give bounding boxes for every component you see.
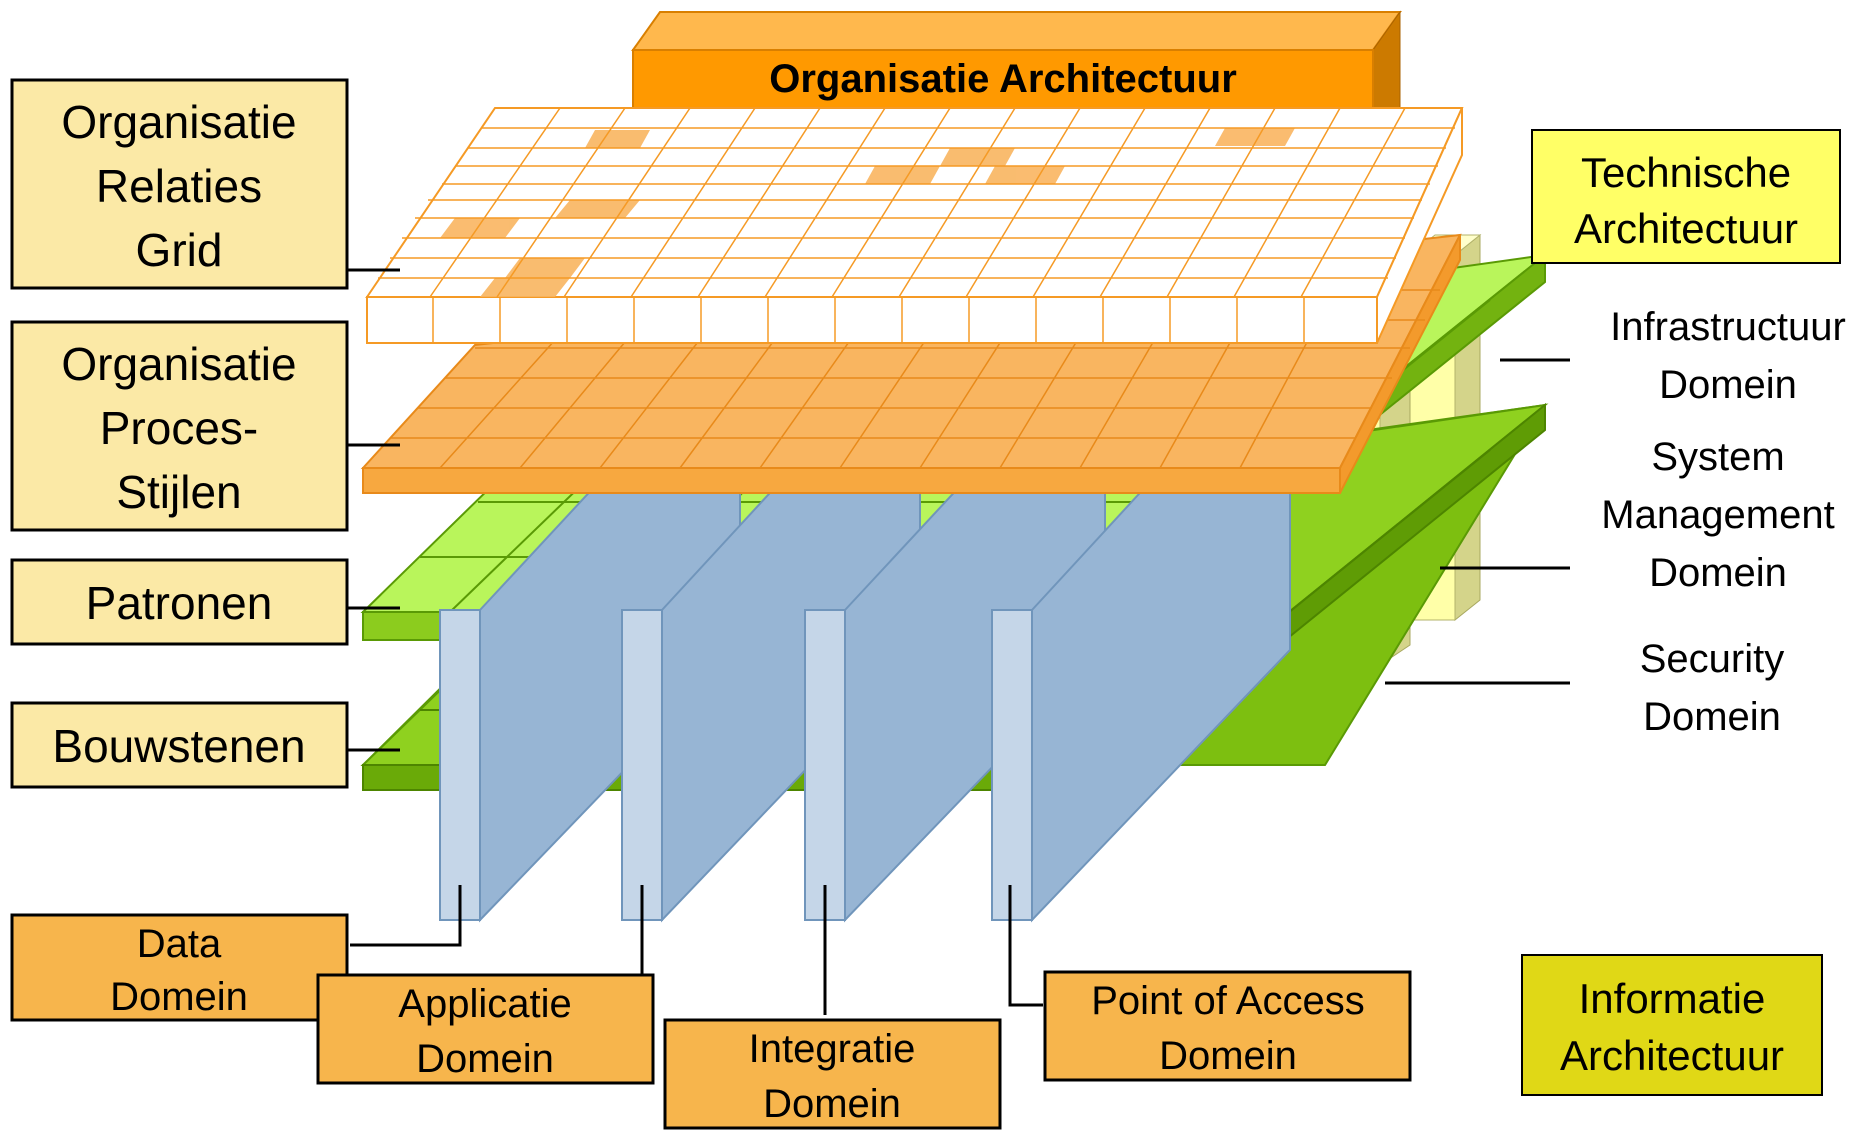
label-data-line-1: Data	[137, 922, 222, 966]
label-integratie-line-1: Integratie	[749, 1027, 916, 1071]
label-infra-line-1: Infrastructuur	[1610, 305, 1846, 349]
label-bouwstenen-text: Bouwstenen	[52, 720, 305, 772]
label-data-domein: Data Domein	[10, 913, 349, 1022]
label-security-domein: Security Domein	[1640, 637, 1785, 739]
label-integratie-line-2: Domein	[763, 1082, 901, 1126]
label-sysman-line-3: Domein	[1649, 551, 1787, 595]
label-patronen-text: Patronen	[86, 577, 273, 629]
label-informatie-line-2: Architectuur	[1560, 1032, 1784, 1079]
label-applicatie-line-1: Applicatie	[398, 982, 571, 1026]
label-proces-stijlen: Organisatie Proces- Stijlen	[10, 320, 349, 532]
label-sysman-line-2: Management	[1601, 493, 1834, 537]
label-patronen: Patronen	[10, 558, 349, 646]
label-system-management-domein: System Management Domein	[1601, 435, 1834, 595]
label-proces-line-1: Organisatie	[61, 338, 296, 390]
label-security-line-2: Domein	[1643, 695, 1781, 739]
label-bouwstenen: Bouwstenen	[10, 701, 349, 789]
label-relaties-line-3: Grid	[136, 224, 223, 276]
label-integratie-domein: Integratie Domein	[663, 1018, 1002, 1130]
label-proces-line-2: Proces-	[100, 402, 258, 454]
white-grid-layer	[365, 107, 1464, 344]
label-relaties-grid: Organisatie Relaties Grid	[10, 78, 349, 290]
label-technische-architectuur: Technische Architectuur	[1531, 129, 1841, 264]
label-informatie-architectuur: Informatie Architectuur	[1521, 954, 1823, 1096]
label-infrastructuur-domein: Infrastructuur Domein	[1610, 305, 1846, 407]
label-relaties-line-1: Organisatie	[61, 96, 296, 148]
label-infra-line-2: Domein	[1659, 363, 1797, 407]
label-proces-line-3: Stijlen	[116, 466, 241, 518]
label-applicatie-domein: Applicatie Domein	[316, 973, 655, 1085]
title-bar: Organisatie Architectuur	[631, 10, 1402, 261]
connector-lines	[348, 268, 1570, 1015]
label-applicatie-line-2: Domein	[416, 1037, 554, 1081]
label-security-line-1: Security	[1640, 637, 1785, 681]
label-poa-line-1: Point of Access	[1091, 979, 1364, 1023]
label-point-of-access-domein: Point of Access Domein	[1043, 970, 1412, 1082]
label-data-line-2: Domein	[110, 975, 248, 1019]
title-text: Organisatie Architectuur	[769, 57, 1237, 101]
label-technische-line-2: Architectuur	[1574, 205, 1798, 252]
label-relaties-line-2: Relaties	[96, 160, 262, 212]
label-sysman-line-1: System	[1651, 435, 1784, 479]
label-poa-line-2: Domein	[1159, 1034, 1297, 1078]
label-technische-line-1: Technische	[1581, 149, 1791, 196]
label-informatie-line-1: Informatie	[1579, 975, 1766, 1022]
